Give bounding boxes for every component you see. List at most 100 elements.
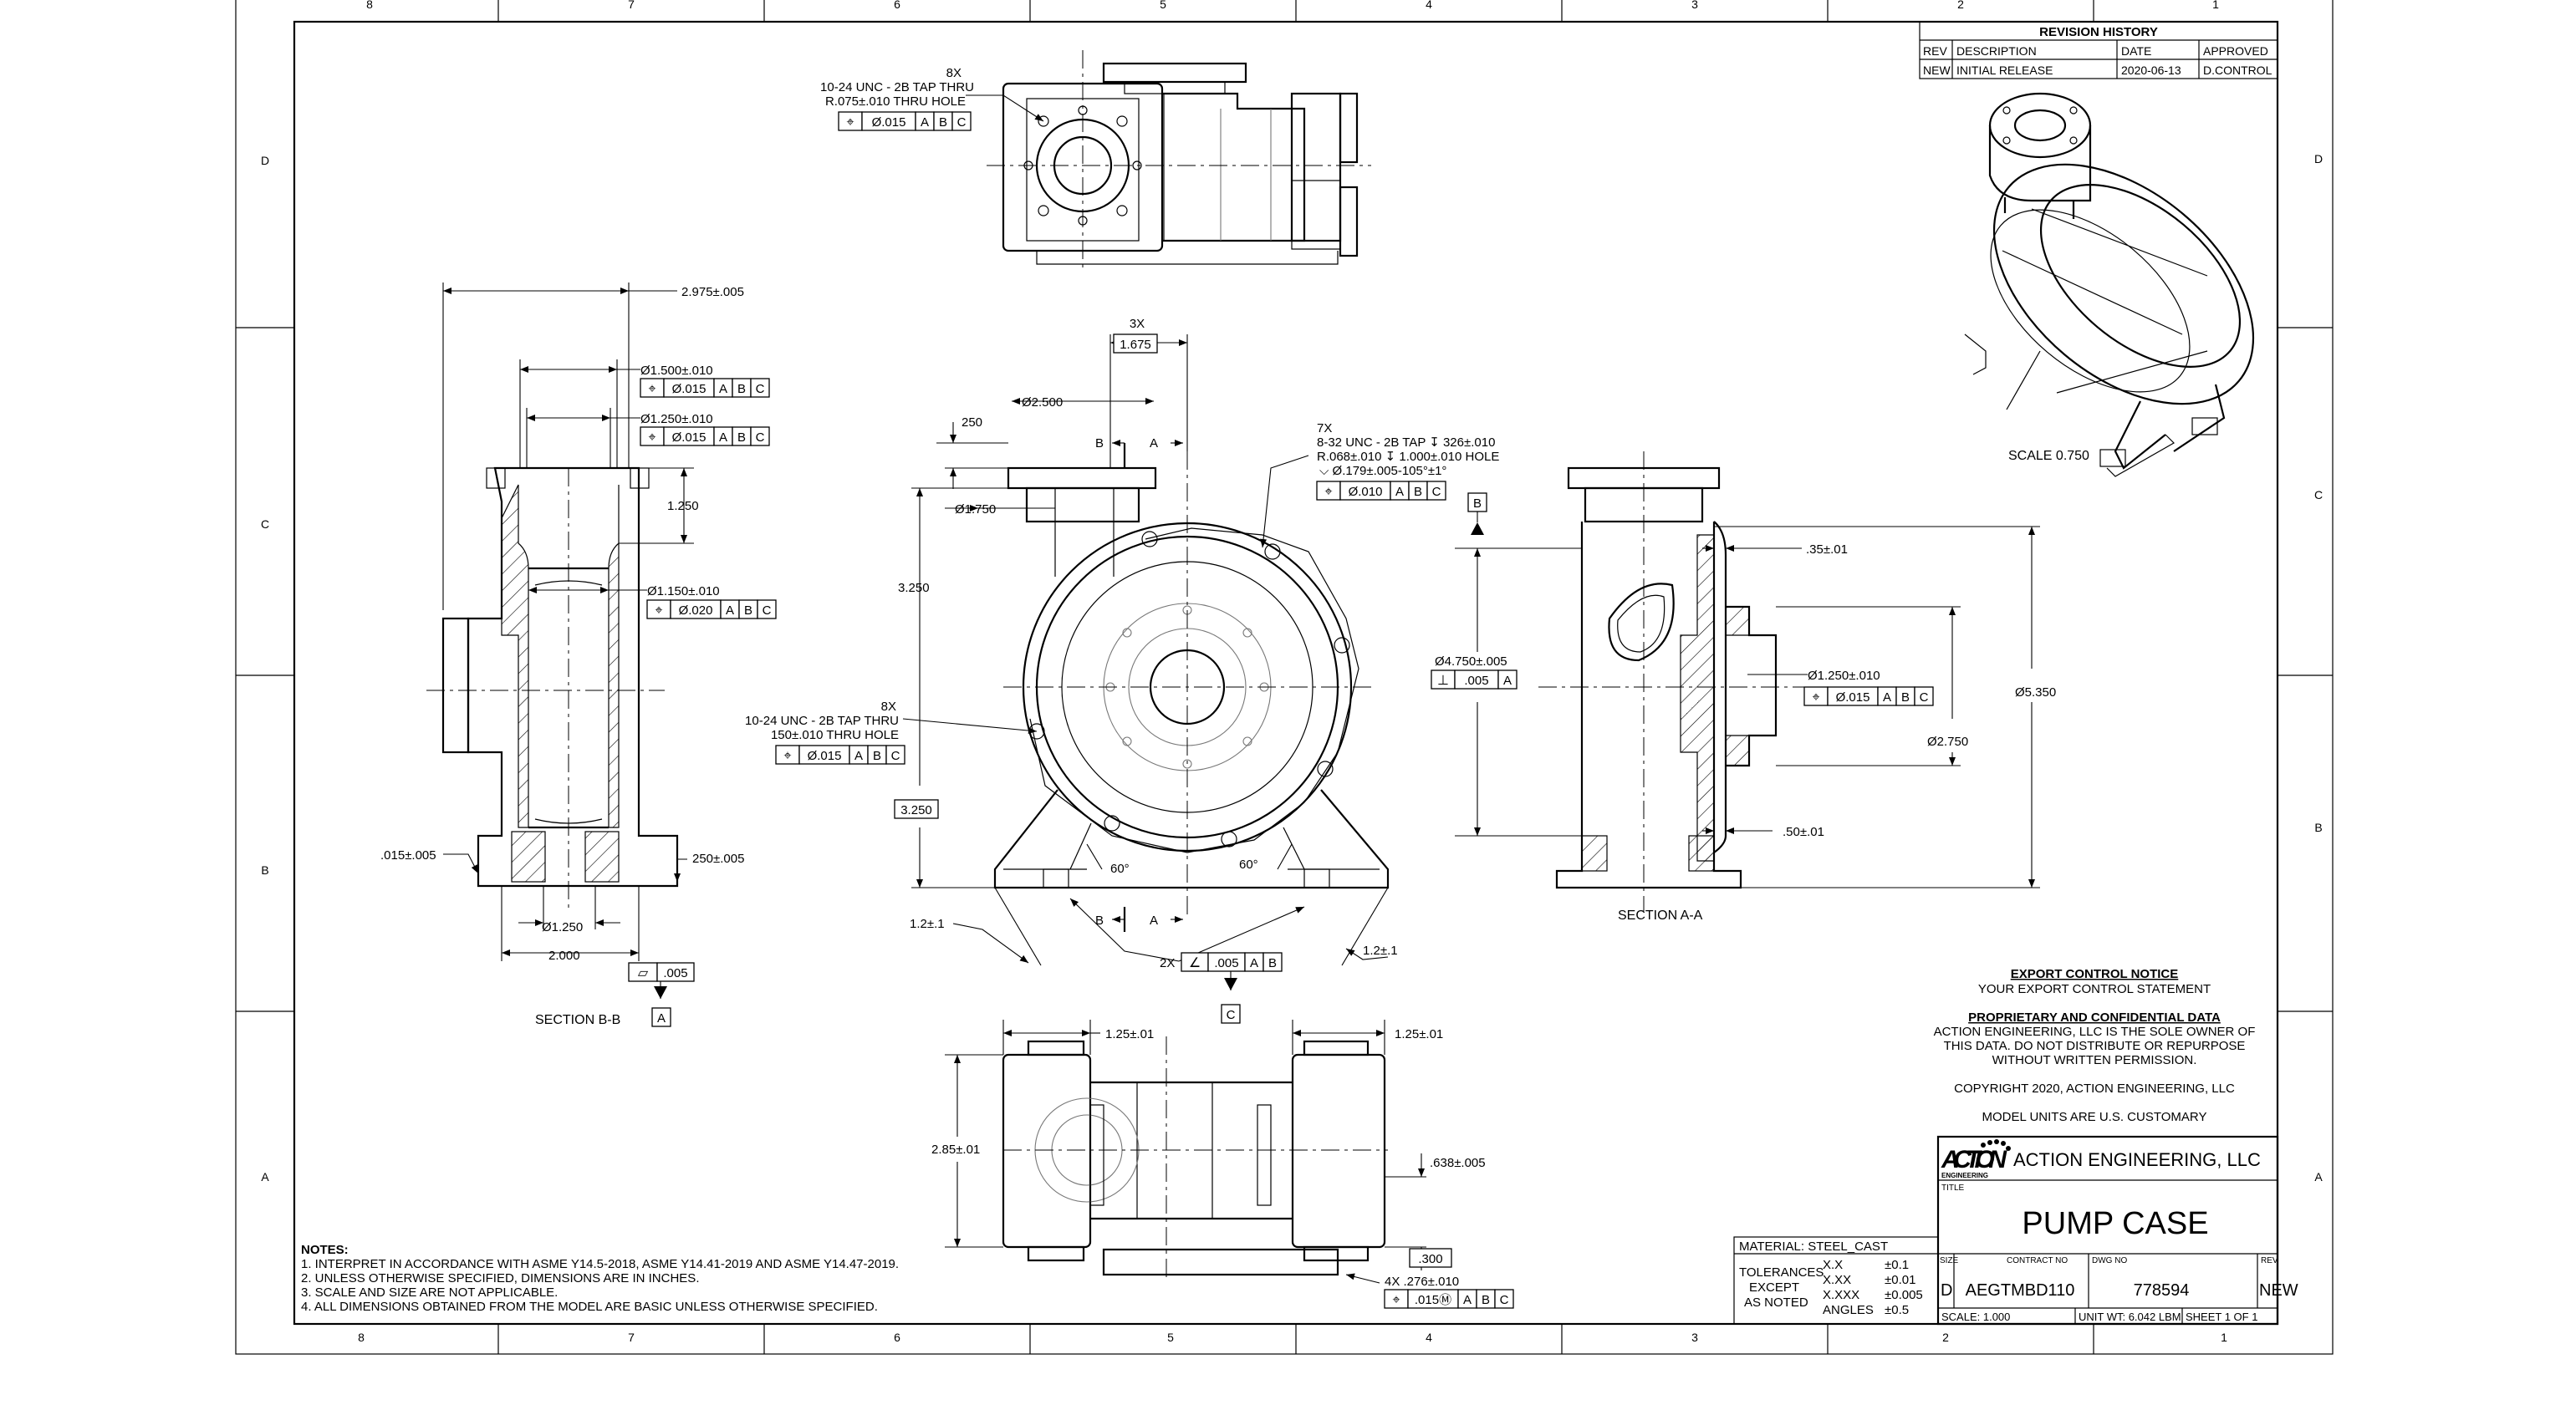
- dim-3250b: 3.250: [900, 803, 932, 817]
- section-aa-label: SECTION A-A: [1618, 909, 1703, 923]
- dwg-value: 778594: [2134, 1281, 2190, 1300]
- export-text: YOUR EXPORT CONTROL STATEMENT: [1978, 982, 2211, 996]
- fcf-276-symbol: ⌖: [1392, 1293, 1400, 1307]
- dim-5350: Ø5.350: [2015, 685, 2056, 700]
- tol-row-1-key: X.X: [1823, 1258, 1843, 1272]
- fcf-mid-symbol: ⌖: [783, 749, 791, 763]
- fcf-1250a-tol: Ø.015: [672, 430, 706, 445]
- rev-header-approved: APPROVED: [2203, 44, 2268, 58]
- zone-right-d: D: [2314, 152, 2323, 165]
- dim-285: 2.85±.01: [931, 1143, 980, 1157]
- zone-left-a: A: [261, 1170, 269, 1184]
- fcf-1250c-symbol: ⌖: [1812, 690, 1819, 705]
- dim-35: .35±.01: [1806, 542, 1848, 557]
- dim-3250v: 3.250: [898, 581, 930, 595]
- dim-3x: 3X: [1130, 317, 1145, 331]
- r7-callout-csk: ⌵ Ø.179±.005-105°±1°: [1319, 464, 1446, 478]
- fcf-mid-c: C: [891, 749, 900, 763]
- dim-638: .638±.005: [1430, 1156, 1486, 1170]
- fcf-1250c-tol: Ø.015: [1836, 690, 1870, 705]
- zone-right-c: C: [2314, 488, 2323, 501]
- rev-cell-date: 2020-06-13: [2121, 64, 2181, 77]
- dim-1250b: Ø1.250: [542, 920, 583, 934]
- r7-callout-7x: 7X: [1317, 421, 1332, 435]
- top-fcf-tol: Ø.015: [872, 115, 906, 130]
- zone-bottom-7: 7: [628, 1331, 635, 1344]
- proprietary-line-1: ACTION ENGINEERING, LLC IS THE SOLE OWNE…: [1934, 1025, 2256, 1039]
- fcf-r7-c: C: [1432, 485, 1441, 499]
- zone-top-2: 2: [1957, 0, 1964, 11]
- flatness-symbol: ▱: [638, 966, 649, 980]
- proprietary-line-3: WITHOUT WRITTEN PERMISSION.: [1992, 1053, 2197, 1067]
- fcf-1150-symbol: ⌖: [655, 603, 662, 618]
- rev-cell-approved: D.CONTROL: [2203, 64, 2272, 77]
- mid-callout-tap: 10-24 UNC - 2B TAP THRU: [745, 714, 899, 728]
- section-bb-view: 2.975±.005 Ø1.500±.010 ⌖ Ø.015 A B C Ø1.…: [380, 283, 777, 1027]
- fcf-1500-symbol: ⌖: [648, 382, 655, 396]
- copyright: COPYRIGHT 2020, ACTION ENGINEERING, LLC: [1954, 1082, 2235, 1096]
- fcf-1500-b: B: [737, 382, 746, 396]
- r7-callout-hole: R.068±.010 ↧ 1.000±.010 HOLE: [1317, 450, 1499, 464]
- dim-12-left: 1.2±.1: [910, 917, 945, 931]
- title-label: TITLE: [1941, 1184, 1965, 1193]
- fcf-1150-c: C: [763, 603, 772, 618]
- flatness-tol: .005: [663, 966, 687, 980]
- notes-block: NOTES: 1. INTERPRET IN ACCORDANCE WITH A…: [301, 1243, 899, 1314]
- proprietary-title: PROPRIETARY AND CONFIDENTIAL DATA: [1968, 1010, 2221, 1025]
- top-callout-8x: 8X: [946, 66, 962, 80]
- top-callout-tap: 10-24 UNC - 2B TAP THRU: [820, 80, 974, 94]
- scale-value: SCALE: 1.000: [1941, 1311, 2010, 1323]
- fcf-r7-tol: Ø.010: [1349, 485, 1383, 499]
- model-units: MODEL UNITS ARE U.S. CUSTOMARY: [1982, 1110, 2207, 1124]
- section-aa-view: B Ø4.750±.005 ⊥ .005 A .35±.01 Ø1.250±.0…: [1431, 451, 2056, 923]
- fcf-1250a-c: C: [756, 430, 765, 445]
- drawing-title: PUMP CASE: [2022, 1206, 2208, 1241]
- tol-row-2-val: ±0.01: [1885, 1273, 1915, 1287]
- notes-title: NOTES:: [301, 1243, 349, 1257]
- contract-label: CONTRACT NO: [2007, 1256, 2068, 1265]
- zone-right-b: B: [2314, 821, 2322, 834]
- angle-60-left: 60°: [1110, 862, 1130, 876]
- zone-bottom-6: 6: [894, 1331, 900, 1344]
- contract-value: AEGTMBD110: [1966, 1281, 2075, 1300]
- zone-bottom-2: 2: [1942, 1331, 1949, 1344]
- fcf-276-tol: .015Ⓜ: [1415, 1293, 1451, 1307]
- top-callout-hole: R.075±.010 THRU HOLE: [825, 94, 966, 109]
- tol-row-3-val: ±0.005: [1885, 1288, 1923, 1302]
- rev-cell-rev: NEW: [1923, 64, 1951, 77]
- rev-cell-desc: INITIAL RELEASE: [1956, 64, 2053, 77]
- top-fcf-b: B: [939, 115, 947, 130]
- weight-value: UNIT WT: 6.042 LBM: [2079, 1311, 2181, 1323]
- fcf-2x-label: 2X: [1160, 956, 1175, 970]
- tol-row-4-val: ±0.5: [1885, 1303, 1909, 1317]
- dim-1250c: Ø1.250±.010: [1808, 669, 1880, 683]
- fcf-mid-a: A: [854, 749, 863, 763]
- fcf-1250c-a: A: [1883, 690, 1891, 705]
- cut-a-top: A: [1150, 436, 1158, 451]
- zone-left-b: B: [261, 863, 268, 877]
- datum-a-bb: A: [657, 1011, 666, 1026]
- top-fcf-a: A: [921, 115, 929, 130]
- fcf-1250a-a: A: [719, 430, 727, 445]
- fcf-1250c-c: C: [1920, 690, 1929, 705]
- rev-header-date: DATE: [2121, 44, 2151, 58]
- zone-top-5: 5: [1160, 0, 1166, 11]
- fcf-1150-b: B: [744, 603, 752, 618]
- size-label: SIZE: [1940, 1256, 1959, 1265]
- r7-callout-tap: 8-32 UNC - 2B TAP ↧ 326±.010: [1317, 435, 1495, 450]
- note-4: 4. ALL DIMENSIONS OBTAINED FROM THE MODE…: [301, 1300, 878, 1314]
- fcf-2x-symbol: ∠: [1189, 956, 1201, 970]
- mid-callout-8x: 8X: [881, 700, 896, 714]
- fcf-276-c: C: [1500, 1293, 1509, 1307]
- logo-subtext: ENGINEERING: [1941, 1172, 1988, 1179]
- rev-label: REV: [2261, 1256, 2278, 1265]
- dim-2975: 2.975±.005: [681, 285, 744, 299]
- fcf-mid-b: B: [873, 749, 881, 763]
- note-3: 3. SCALE AND SIZE ARE NOT APPLICABLE.: [301, 1285, 558, 1300]
- fcf-1150-tol: Ø.020: [679, 603, 713, 618]
- front-view: B B A A 3X 1.675 Ø2.500 250 Ø1.750 3.250…: [745, 317, 1499, 1024]
- top-fcf-symbol: ⌖: [846, 115, 854, 130]
- company-name: ACTION ENGINEERING, LLC: [2013, 1149, 2261, 1170]
- zone-top-4: 4: [1426, 0, 1432, 11]
